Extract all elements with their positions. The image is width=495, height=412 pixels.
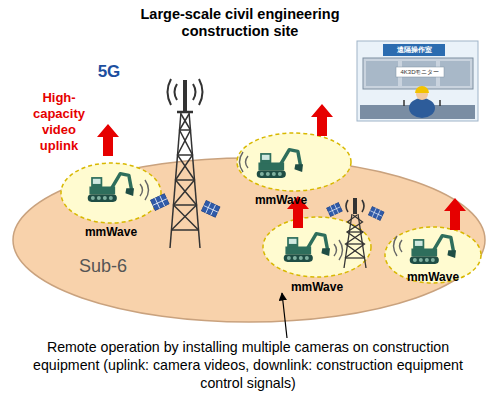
main-tower-part [178, 154, 193, 156]
remote-operation-room-part [363, 58, 473, 89]
network-label: 5G [88, 62, 130, 82]
remote-operation-room-part [439, 100, 441, 106]
monitor-label: 4K3Dモニター [396, 67, 444, 77]
uplink-label: High-capacity video uplink [24, 90, 94, 154]
remote-operation-room-part [416, 88, 428, 100]
main-tower-part [175, 84, 178, 100]
main-tower-part [168, 79, 172, 105]
remote-operation-room-part [440, 61, 470, 86]
node-label: mmWave [262, 280, 372, 295]
diagram-title: Large-scale civil engineering constructi… [105, 6, 375, 40]
mmwave-cell: mmWave [262, 216, 372, 296]
main-tower-part [177, 111, 193, 114]
main-tower-part [183, 80, 187, 112]
main-tower-part [199, 79, 203, 105]
node-label: Sub-6 [68, 256, 138, 277]
node-ellipse [263, 217, 371, 277]
main-tower-part [193, 84, 196, 100]
remote-operation-room-part [409, 98, 435, 118]
diagram-caption: Remote operation by installing multiple … [30, 338, 466, 392]
remote-operation-room-part [357, 41, 478, 121]
node-ellipse [61, 163, 161, 223]
room-banner: 遠隔操作室 [383, 44, 445, 56]
remote-operation-room-part [366, 61, 398, 86]
mmwave-cell: mmWave [384, 226, 482, 288]
node-ellipse [13, 158, 485, 322]
remote-operation-room-part [360, 105, 475, 119]
remote-operation-room-part [403, 100, 405, 106]
coverage-area: Sub-6 mmWave mmWave mmWave mmWave [10, 128, 488, 326]
mmwave-cell: mmWave [60, 162, 162, 242]
main-tower-part [180, 129, 191, 131]
remote-operation-room-part [396, 67, 444, 77]
uplink-arrows-part [311, 104, 333, 136]
remote-operation-room [357, 41, 478, 121]
node-label: mmWave [60, 225, 162, 240]
remote-operation-room-part [383, 44, 445, 56]
uplink-arrows-part [97, 124, 119, 156]
node-label: mmWave [236, 193, 326, 208]
node-ellipse [237, 133, 351, 191]
node-label: mmWave [384, 270, 482, 285]
mmwave-cell: mmWave [236, 132, 352, 210]
remote-operation-room-part [415, 86, 429, 93]
